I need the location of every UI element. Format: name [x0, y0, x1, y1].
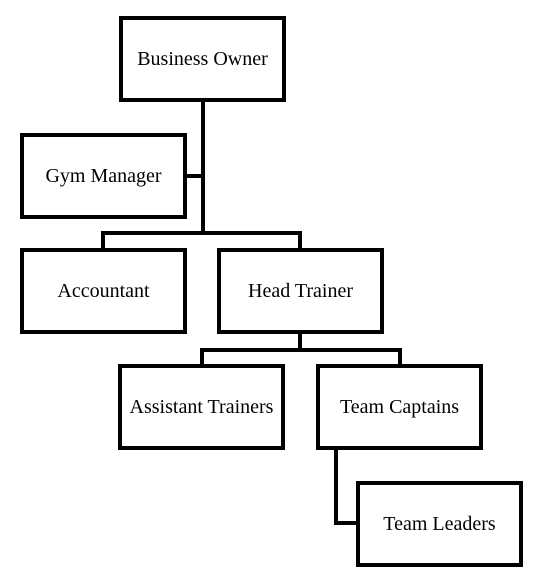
- connector-head-trainer-to-assistant-trainers: [200, 348, 302, 368]
- connector-business-owner-to-accountant: [101, 231, 205, 252]
- node-business-owner: Business Owner: [119, 16, 286, 102]
- node-label-team-leaders: Team Leaders: [383, 513, 496, 535]
- node-label-accountant: Accountant: [57, 280, 150, 302]
- node-head-trainer: Head Trainer: [217, 248, 384, 334]
- node-assistant-trainers: Assistant Trainers: [118, 364, 285, 450]
- node-label-business-owner: Business Owner: [137, 48, 268, 70]
- node-team-captains: Team Captains: [316, 364, 483, 450]
- node-label-assistant-trainers: Assistant Trainers: [129, 396, 274, 418]
- connector-head-trainer-to-team-captains: [298, 348, 402, 368]
- node-label-head-trainer: Head Trainer: [248, 280, 353, 302]
- node-team-leaders: Team Leaders: [356, 481, 523, 567]
- connector-business-owner-to-gym-manager: [185, 99, 205, 178]
- connector-team-captains-to-team-leaders: [334, 447, 360, 525]
- node-label-team-captains: Team Captains: [339, 396, 460, 418]
- connector-business-owner-to-head-trainer: [201, 231, 302, 252]
- node-gym-manager: Gym Manager: [20, 133, 187, 219]
- node-accountant: Accountant: [20, 248, 187, 334]
- node-label-gym-manager: Gym Manager: [45, 165, 162, 187]
